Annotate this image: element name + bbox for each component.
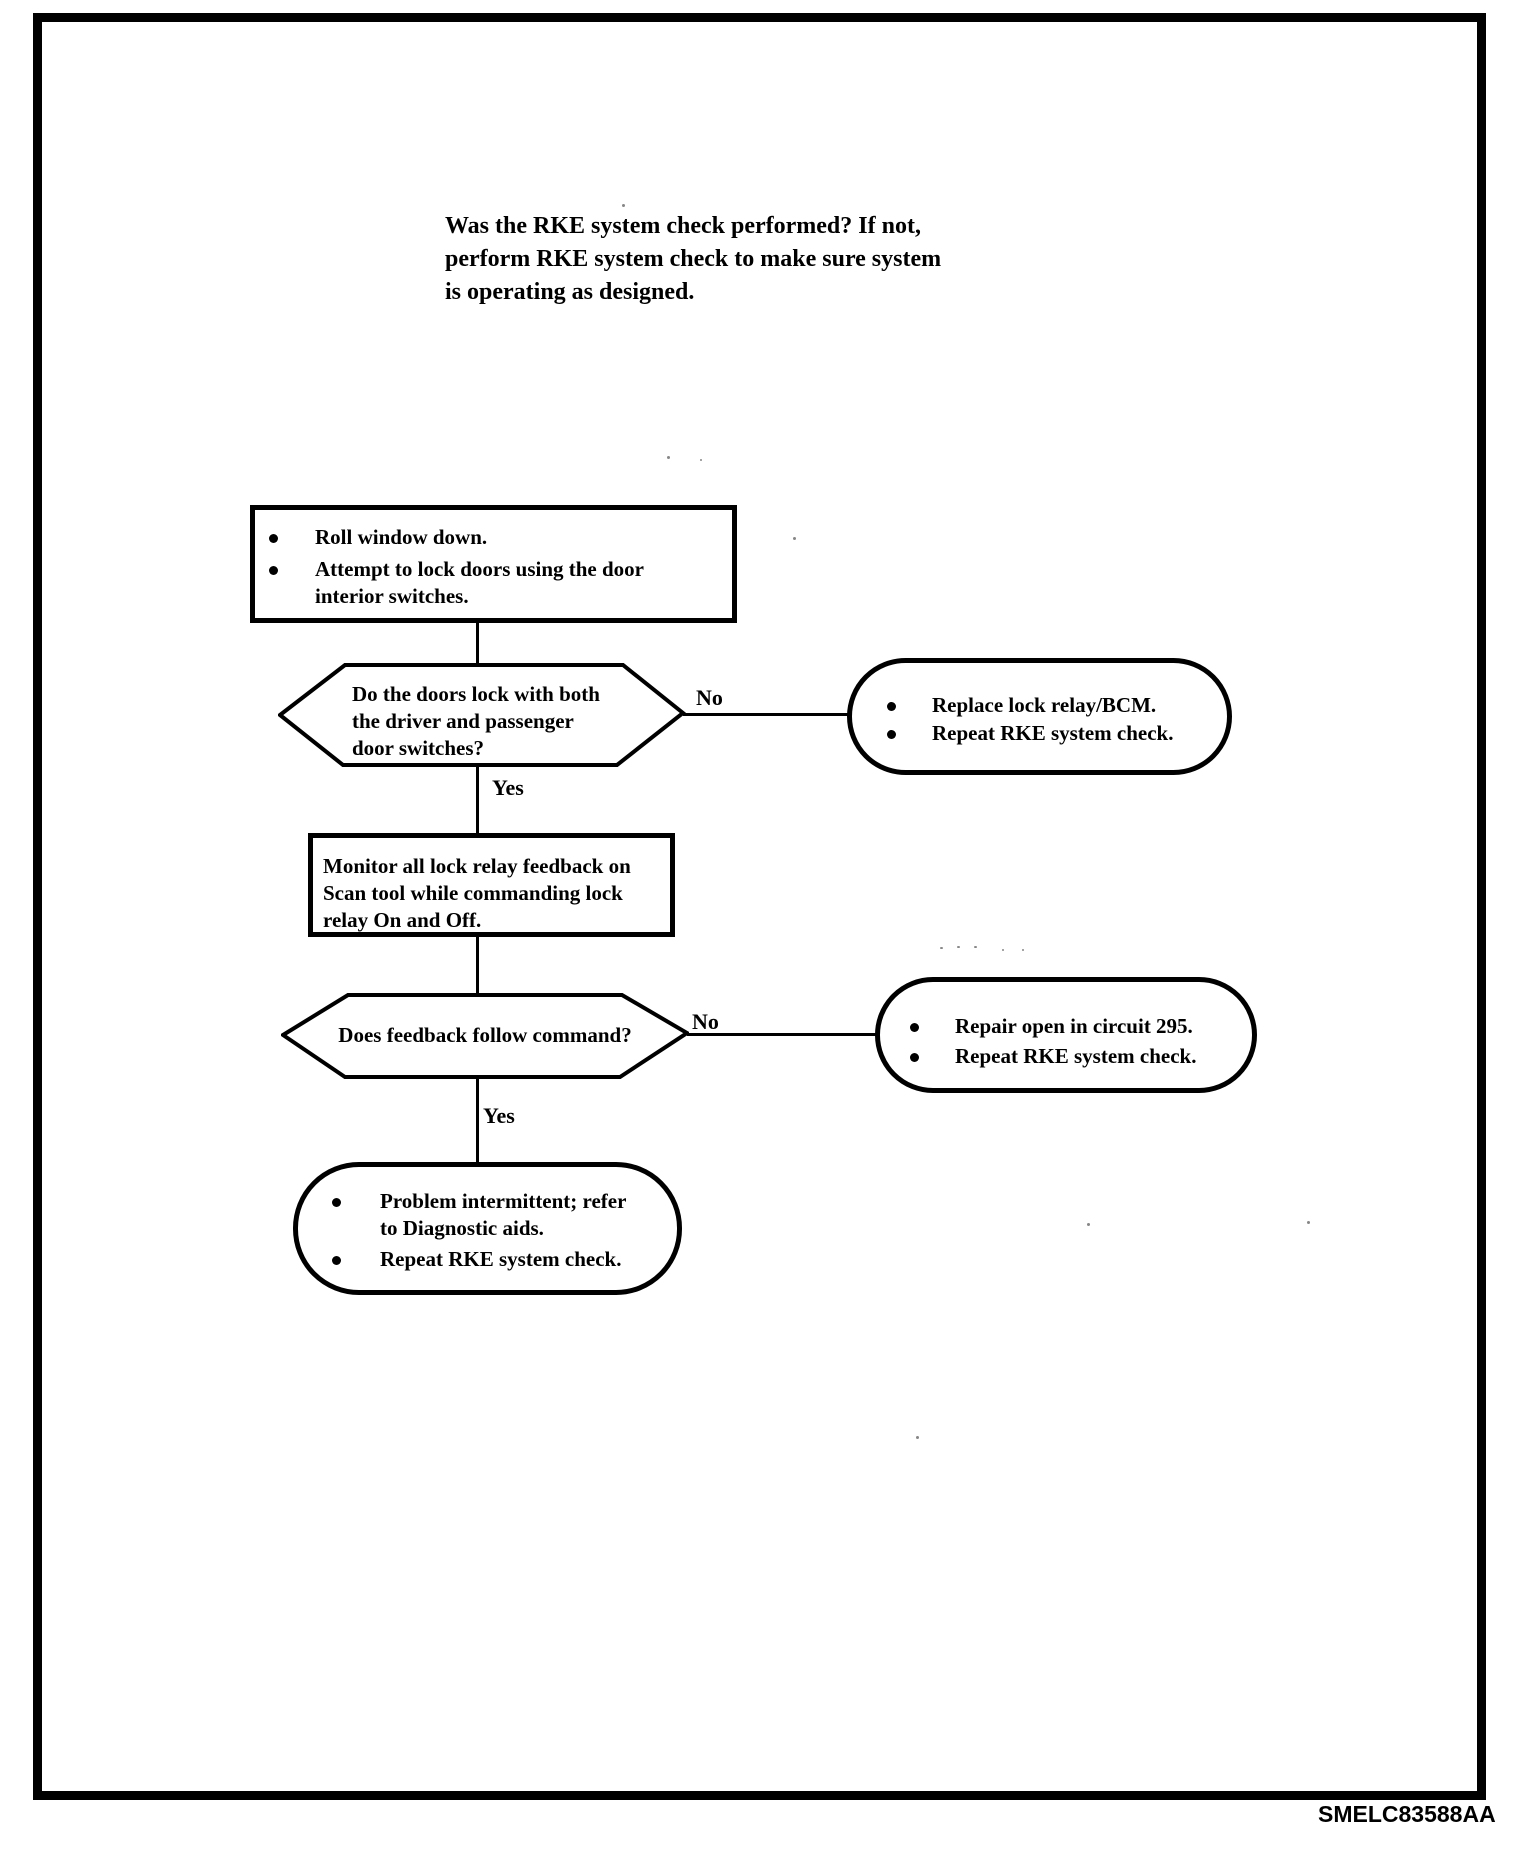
outcome-box-yes: Problem intermittent; refer to Diagnosti…: [293, 1162, 682, 1295]
scan-speck: [916, 1436, 919, 1439]
scan-speck: [793, 537, 796, 540]
decision2-question: Does feedback follow command?: [338, 1023, 632, 1047]
outcome-no1-item-list: Replace lock relay/BCM. Repeat RKE syste…: [887, 692, 1219, 747]
outcome-no2-item-list: Repair open in circuit 295. Repeat RKE s…: [910, 1013, 1244, 1070]
scan-speck: [622, 204, 625, 207]
bullet-icon: [269, 566, 278, 575]
branch-label-yes-2: Yes: [483, 1103, 515, 1128]
bullet-icon: [269, 534, 278, 543]
scan-speck: [1022, 949, 1024, 951]
outcome-box-no1: Replace lock relay/BCM. Repeat RKE syste…: [847, 658, 1232, 775]
list-item: Roll window down.: [269, 524, 724, 551]
list-item: Repeat RKE system check.: [332, 1246, 669, 1273]
list-item: Repair open in circuit 295.: [910, 1013, 1244, 1040]
figure-code: SMELC83588AA: [1318, 1801, 1496, 1827]
connector-decision1-yes: [476, 763, 479, 837]
scan-speck: [1087, 1223, 1090, 1226]
outcome-yes-item-text: Problem intermittent; refer to Diagnosti…: [380, 1189, 627, 1240]
outcome-no1-item-text: Replace lock relay/BCM.: [932, 693, 1157, 717]
branch-label-yes-1: Yes: [492, 775, 524, 800]
connector-decision2-yes: [476, 1075, 479, 1164]
decision1-hexagon: [278, 663, 686, 767]
scan-speck: [667, 456, 670, 459]
scan-speck: [940, 947, 943, 949]
list-item: Replace lock relay/BCM.: [887, 692, 1219, 719]
connector-step1-to-decision1: [476, 621, 479, 667]
list-item: Repeat RKE system check.: [887, 720, 1219, 747]
connector-decision1-no: [683, 713, 849, 716]
bullet-icon: [887, 730, 896, 739]
outcome-no2-item-text: Repair open in circuit 295.: [955, 1014, 1193, 1038]
bullet-icon: [910, 1053, 919, 1062]
branch-label-no-2: No: [692, 1009, 719, 1034]
outcome-box-no2: Repair open in circuit 295. Repeat RKE s…: [875, 977, 1257, 1093]
list-item: Problem intermittent; refer to Diagnosti…: [332, 1188, 669, 1242]
step2-text: Monitor all lock relay feedback on Scan …: [323, 854, 631, 932]
connector-decision2-no: [687, 1033, 877, 1036]
step1-item-text: Roll window down.: [315, 525, 488, 549]
scan-speck: [1002, 949, 1004, 951]
step1-item-text: Attempt to lock doors using the door int…: [315, 557, 644, 608]
scan-speck: [974, 946, 977, 948]
scan-speck: [957, 946, 960, 948]
scan-speck: [1307, 1221, 1310, 1224]
bullet-icon: [887, 702, 896, 711]
bullet-icon: [332, 1256, 341, 1265]
outcome-no1-item-text: Repeat RKE system check.: [932, 721, 1174, 745]
list-item: Repeat RKE system check.: [910, 1043, 1244, 1070]
outcome-yes-item-text: Repeat RKE system check.: [380, 1247, 622, 1271]
decision2-hexagon: [281, 993, 689, 1079]
outcome-no2-item-text: Repeat RKE system check.: [955, 1044, 1197, 1068]
bullet-icon: [910, 1023, 919, 1032]
intro-text: Was the RKE system check performed? If n…: [445, 213, 942, 305]
bullet-icon: [332, 1198, 341, 1207]
connector-step2-to-decision2: [476, 935, 479, 997]
outcome-yes-item-list: Problem intermittent; refer to Diagnosti…: [332, 1188, 669, 1273]
process-box-step1: Roll window down. Attempt to lock doors …: [250, 505, 737, 623]
branch-label-no-1: No: [696, 685, 723, 710]
list-item: Attempt to lock doors using the door int…: [269, 556, 724, 610]
step1-item-list: Roll window down. Attempt to lock doors …: [269, 524, 724, 610]
scan-speck: [700, 459, 702, 461]
decision1-question: Do the doors lock with both the driver a…: [352, 682, 600, 760]
process-box-step2: Monitor all lock relay feedback on Scan …: [308, 833, 675, 937]
page-border-frame: [33, 13, 1486, 1800]
